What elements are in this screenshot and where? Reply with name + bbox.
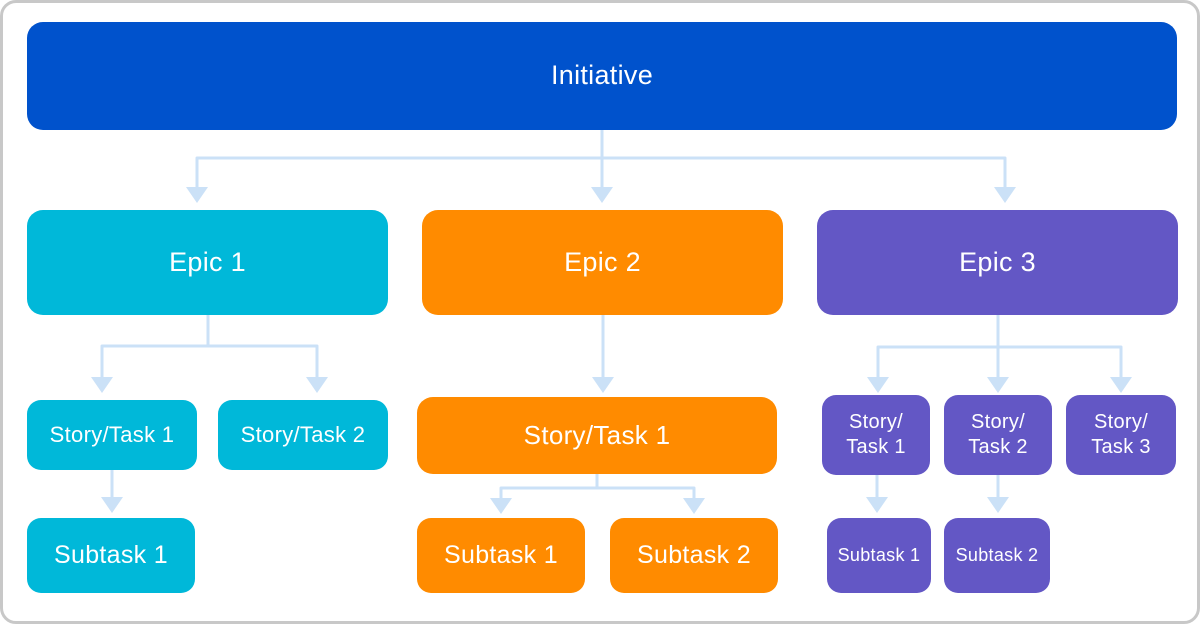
node-epic-2: Epic 2 [422, 210, 783, 315]
connector-epic3-stories-subtasks [866, 475, 1009, 513]
node-epic2-story1-subtask1: Subtask 1 [417, 518, 585, 593]
arrowhead [306, 377, 328, 393]
arrowhead [592, 377, 614, 393]
connector-epic2-story [592, 315, 614, 393]
node-epic2-story1-label: Story/Task 1 [523, 420, 671, 451]
node-epic-1-label: Epic 1 [169, 246, 246, 277]
node-epic1-story1-subtask1-label: Subtask 1 [54, 540, 168, 569]
arrowhead [1110, 377, 1132, 393]
arrowhead [987, 497, 1009, 513]
arrowhead [683, 498, 705, 514]
node-epic-3-label: Epic 3 [959, 246, 1036, 277]
connector-initiative-epics [186, 130, 1016, 203]
node-epic1-story2: Story/Task 2 [218, 400, 388, 470]
node-epic3-story3-label: Story/ Task 3 [1091, 411, 1151, 458]
node-epic1-story1-subtask1: Subtask 1 [27, 518, 195, 593]
connector-epic3-stories [867, 315, 1132, 393]
arrowhead [987, 377, 1009, 393]
node-epic2-story1-subtask1-label: Subtask 1 [444, 540, 558, 569]
arrowhead [186, 187, 208, 203]
node-epic2-story1-subtask2-label: Subtask 2 [637, 540, 751, 569]
connector-epic1-story1-subtask [101, 470, 123, 513]
node-epic3-story2-subtask1: Subtask 2 [944, 518, 1050, 593]
node-epic3-story1-label: Story/ Task 1 [846, 411, 906, 458]
node-epic2-story1: Story/Task 1 [417, 397, 777, 474]
node-initiative-label: Initiative [550, 60, 654, 91]
node-epic-3: Epic 3 [817, 210, 1178, 315]
arrowhead [994, 187, 1016, 203]
arrowhead [867, 377, 889, 393]
node-epic3-story2-subtask1-label: Subtask 2 [955, 545, 1039, 566]
arrowhead [91, 377, 113, 393]
node-epic3-story2-label: Story/ Task 2 [968, 411, 1028, 458]
node-epic1-story1-label: Story/Task 1 [49, 422, 175, 448]
node-epic3-story3: Story/ Task 3 [1066, 395, 1176, 475]
arrowhead [866, 497, 888, 513]
node-epic3-story1-subtask1-label: Subtask 1 [837, 545, 921, 566]
node-epic2-story1-subtask2: Subtask 2 [610, 518, 778, 593]
node-initiative: Initiative [27, 22, 1177, 130]
arrowhead [101, 497, 123, 513]
connector-epic2-story1-subtasks [490, 474, 705, 514]
node-epic-2-label: Epic 2 [564, 246, 641, 277]
connector-epic1-stories [91, 315, 328, 393]
node-epic-1: Epic 1 [27, 210, 388, 315]
node-epic1-story2-label: Story/Task 2 [240, 422, 366, 448]
node-epic3-story2: Story/ Task 2 [944, 395, 1052, 475]
arrowhead [591, 187, 613, 203]
node-epic3-story1: Story/ Task 1 [822, 395, 930, 475]
arrowhead [490, 498, 512, 514]
node-epic3-story1-subtask1: Subtask 1 [827, 518, 931, 593]
node-epic1-story1: Story/Task 1 [27, 400, 197, 470]
